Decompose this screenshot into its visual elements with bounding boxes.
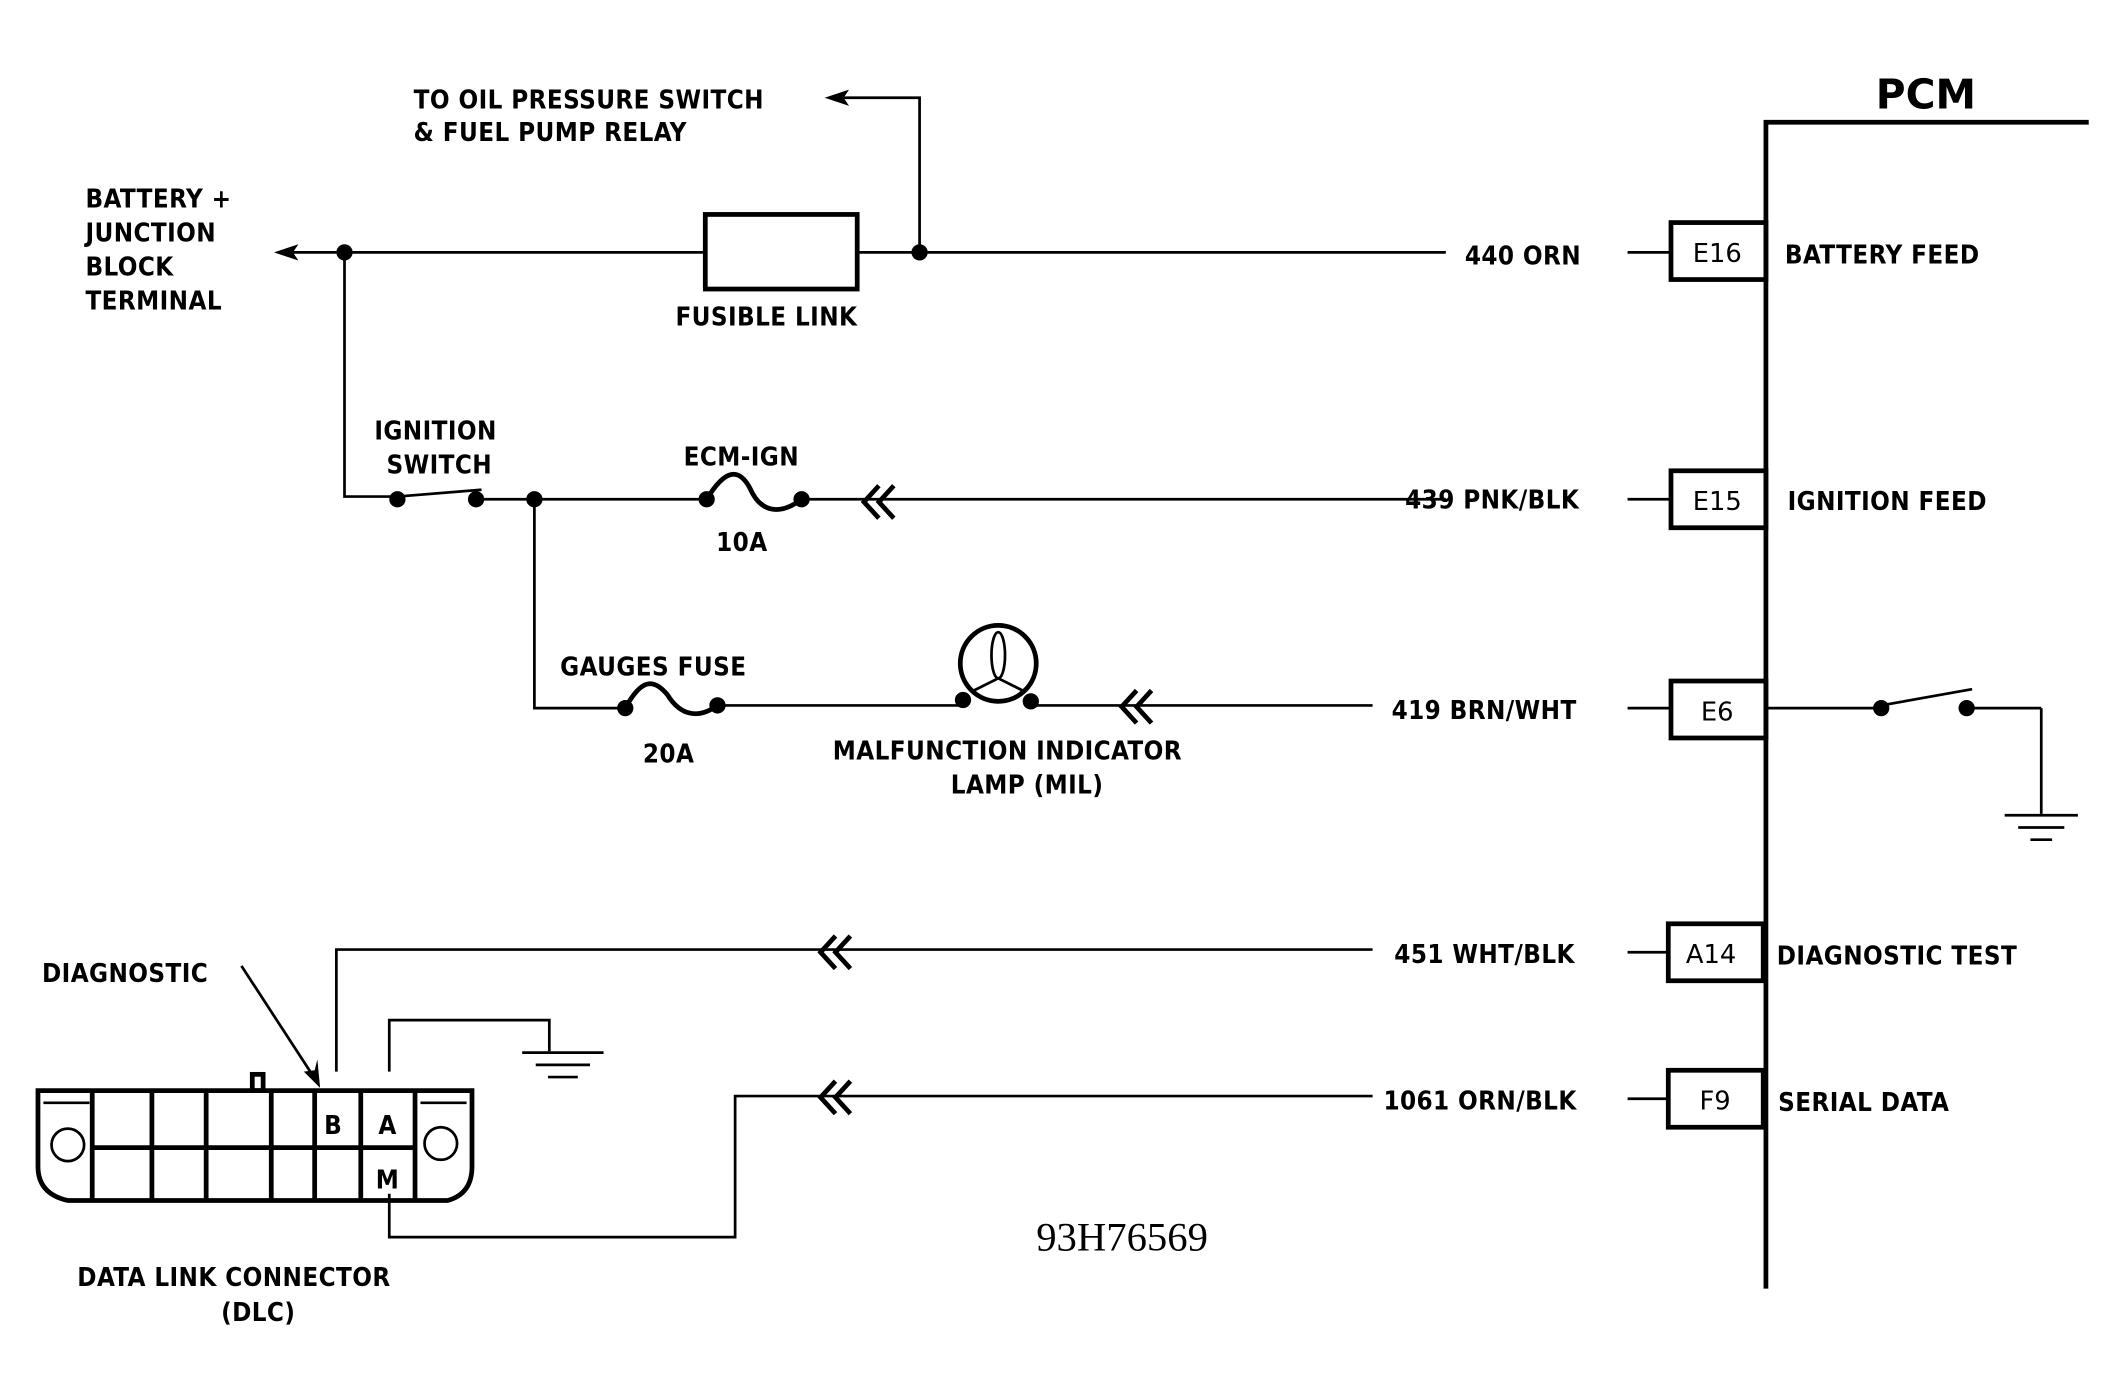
arrow-pointer-icon bbox=[240, 965, 321, 1088]
ignition-switch-label-1: IGNITION bbox=[374, 417, 496, 447]
gauges-fuse-label: GAUGES FUSE bbox=[560, 653, 746, 683]
pin-function-serial-data: SERIAL DATA bbox=[1778, 1088, 1949, 1118]
dlc-label-1: DATA LINK CONNECTOR bbox=[77, 1263, 390, 1293]
pcm-pin-f9: F9 bbox=[1665, 1067, 1766, 1130]
wire-label-1061: 1061 ORN/BLK bbox=[1383, 1087, 1577, 1117]
diagnostic-label: DIAGNOSTIC bbox=[42, 959, 208, 989]
lamp-icon bbox=[954, 623, 1039, 710]
pcm-internal-switch bbox=[1765, 687, 2043, 814]
gauges-fuse-icon bbox=[617, 681, 726, 717]
pcm-pin-e15: E15 bbox=[1668, 468, 1769, 531]
arrow-left-icon bbox=[273, 244, 299, 261]
serial-data-wire bbox=[387, 1094, 1373, 1239]
battery-label-3: BLOCK bbox=[85, 252, 174, 282]
ecm-ign-rating: 10A bbox=[716, 528, 767, 558]
dlc-terminal-m: M bbox=[376, 1165, 399, 1195]
mil-label-1: MALFUNCTION INDICATOR bbox=[833, 737, 1182, 767]
pin-label: A14 bbox=[1686, 940, 1736, 970]
battery-feed-wire bbox=[273, 89, 1446, 261]
ignition-feed-wire bbox=[343, 252, 1446, 508]
wire-label-451: 451 WHT/BLK bbox=[1394, 940, 1575, 970]
connector-chevron-icon bbox=[817, 1079, 853, 1116]
battery-label-2: JUNCTION bbox=[83, 219, 216, 249]
ignition-switch-label-2: SWITCH bbox=[387, 450, 493, 480]
fusible-link-label: FUSIBLE LINK bbox=[675, 303, 858, 333]
gauges-fuse-rating: 20A bbox=[643, 739, 694, 769]
pin-function-battery-feed: BATTERY FEED bbox=[1785, 240, 1980, 270]
wire-label-419: 419 BRN/WHT bbox=[1392, 696, 1577, 726]
pcm-pin-e6: E6 bbox=[1668, 678, 1769, 741]
pin-function-diagnostic-test: DIAGNOSTIC TEST bbox=[1777, 941, 2017, 971]
oil-pressure-label-1: TO OIL PRESSURE SWITCH bbox=[414, 86, 764, 116]
pcm-title: PCM bbox=[1876, 71, 1976, 119]
dlc-terminal-a: A bbox=[378, 1111, 396, 1141]
battery-label-4: TERMINAL bbox=[85, 286, 222, 316]
pcm-outline bbox=[1763, 119, 2089, 1289]
pin-label: E15 bbox=[1693, 487, 1742, 517]
pin-function-ignition-feed: IGNITION FEED bbox=[1788, 487, 1987, 517]
battery-label-1: BATTERY + bbox=[85, 185, 231, 215]
pcm-pin-e16: E16 bbox=[1668, 220, 1769, 282]
figure-id: 93H76569 bbox=[1036, 1215, 1208, 1260]
connector-chevron-icon bbox=[1118, 688, 1154, 725]
dlc-terminal-b: B bbox=[324, 1111, 342, 1141]
wire-label-439: 439 PNK/BLK bbox=[1405, 486, 1580, 516]
ground-icon bbox=[2004, 813, 2078, 842]
arrow-left-icon bbox=[824, 89, 850, 106]
wire-label-440: 440 ORN bbox=[1465, 242, 1581, 272]
mil-wire bbox=[533, 499, 1373, 710]
ecm-ign-label: ECM-IGN bbox=[684, 442, 799, 472]
ground-icon bbox=[522, 1051, 604, 1079]
pin-label: E6 bbox=[1701, 697, 1734, 727]
pin-label: E16 bbox=[1693, 239, 1742, 269]
connector-chevron-icon bbox=[817, 934, 853, 971]
connector-chevron-icon bbox=[860, 484, 896, 520]
mil-label-2: LAMP (MIL) bbox=[951, 771, 1104, 801]
fusible-link-icon bbox=[702, 212, 860, 292]
oil-pressure-label-2: & FUEL PUMP RELAY bbox=[414, 118, 688, 148]
dlc-label-2: (DLC) bbox=[221, 1298, 295, 1328]
ecm-ign-fuse-icon bbox=[698, 471, 810, 512]
data-link-connector-icon bbox=[35, 1071, 475, 1203]
pin-label: F9 bbox=[1699, 1087, 1730, 1117]
diagnostic-test-wire bbox=[335, 948, 1373, 1072]
pcm-pin-a14: A14 bbox=[1665, 921, 1766, 984]
